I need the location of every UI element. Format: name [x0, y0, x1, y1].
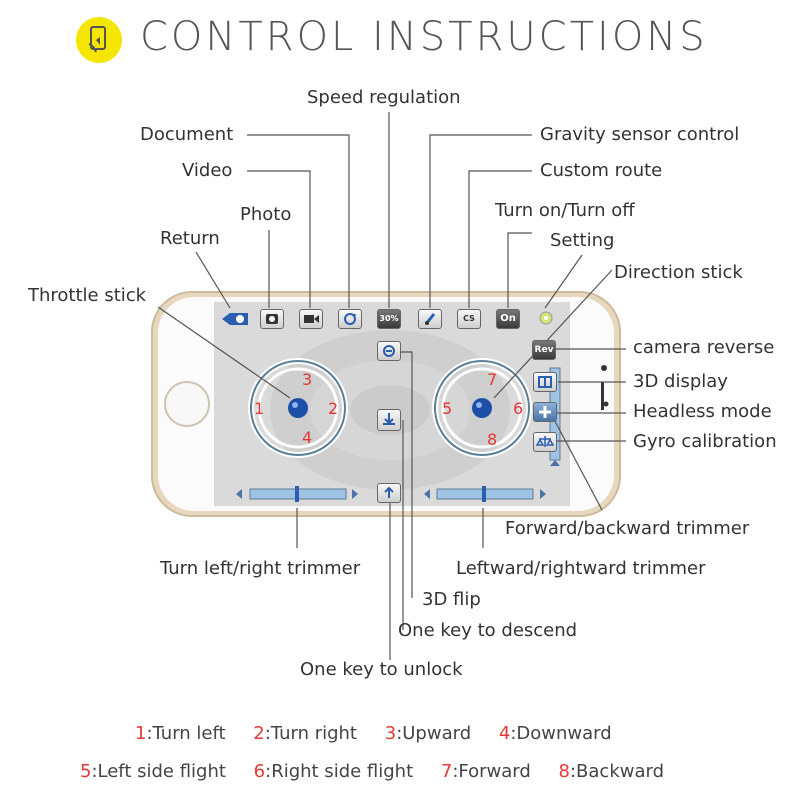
stick-number-3: 3 [302, 370, 313, 389]
label-photo: Photo [240, 204, 292, 225]
setting-button[interactable] [535, 309, 557, 327]
legend-row-2: 5:Left side flight 6:Right side flight 7… [80, 761, 686, 782]
power-toggle-button[interactable]: On [496, 309, 520, 329]
gyro-calibration-button[interactable] [533, 432, 557, 452]
legend-item: 7:Forward [440, 761, 531, 782]
leader-lines [157, 112, 626, 660]
stick-number-4: 4 [302, 428, 313, 447]
label-document: Document [140, 124, 234, 145]
headless-mode-button[interactable] [533, 402, 557, 422]
label-throttle-stick: Throttle stick [28, 285, 147, 306]
photo-button[interactable] [260, 309, 284, 329]
video-button[interactable] [299, 309, 323, 329]
direction-stick [432, 358, 532, 458]
label-video: Video [182, 160, 233, 181]
legend-item: 5:Left side flight [80, 761, 226, 782]
camera-reverse-button[interactable]: Rev [532, 340, 556, 360]
speed-button[interactable]: 30% [377, 309, 401, 329]
label-direction-stick: Direction stick [614, 262, 743, 283]
gravity-sensor-button[interactable] [418, 309, 442, 329]
label-lr-trimmer: Leftward/rightward trimmer [456, 558, 706, 579]
label-camera-reverse: camera reverse [633, 337, 775, 358]
label-headless-mode: Headless mode [633, 401, 772, 422]
legend-row-1: 1:Turn left 2:Turn right 3:Upward 4:Down… [135, 723, 634, 744]
legend-item: 3:Upward [384, 723, 472, 744]
stick-number-5: 5 [442, 399, 453, 418]
phone-touch-icon [76, 17, 122, 63]
descend-button[interactable] [377, 409, 401, 431]
unlock-button[interactable] [377, 483, 401, 503]
throttle-stick [248, 358, 348, 458]
lr-trimmer [424, 486, 546, 502]
document-button[interactable] [338, 309, 362, 329]
legend-item: 1:Turn left [135, 723, 226, 744]
label-gravity-sensor: Gravity sensor control [540, 124, 740, 145]
label-custom-route: Custom route [540, 160, 663, 181]
page-title: CONTROL INSTRUCTIONS [140, 14, 708, 60]
label-turn-on-off: Turn on/Turn off [495, 200, 635, 221]
stick-number-7: 7 [487, 370, 498, 389]
stick-number-8: 8 [487, 430, 498, 449]
label-unlock: One key to unlock [300, 659, 463, 680]
flip-3d-button[interactable] [377, 341, 401, 361]
display-3d-button[interactable] [533, 372, 557, 392]
stick-number-2: 2 [328, 399, 339, 418]
legend-item: 6:Right side flight [253, 761, 414, 782]
label-setting: Setting [550, 230, 615, 251]
label-speed-regulation: Speed regulation [307, 87, 461, 108]
label-3d-flip: 3D flip [422, 589, 481, 610]
label-turn-trimmer: Turn left/right trimmer [160, 558, 361, 579]
label-3d-display: 3D display [633, 371, 728, 392]
stick-number-6: 6 [513, 399, 524, 418]
custom-route-button[interactable]: CS [457, 309, 481, 329]
stick-number-1: 1 [254, 399, 265, 418]
turn-trimmer [236, 486, 358, 502]
home-button [164, 381, 210, 427]
label-return: Return [160, 228, 220, 249]
legend-item: 8:Backward [558, 761, 665, 782]
label-gyro-calibration: Gyro calibration [633, 431, 777, 452]
label-descend: One key to descend [398, 620, 578, 641]
legend-item: 2:Turn right [253, 723, 357, 744]
label-fb-trimmer: Forward/backward trimmer [505, 518, 750, 539]
return-button[interactable] [220, 310, 250, 328]
legend-item: 4:Downward [498, 723, 612, 744]
